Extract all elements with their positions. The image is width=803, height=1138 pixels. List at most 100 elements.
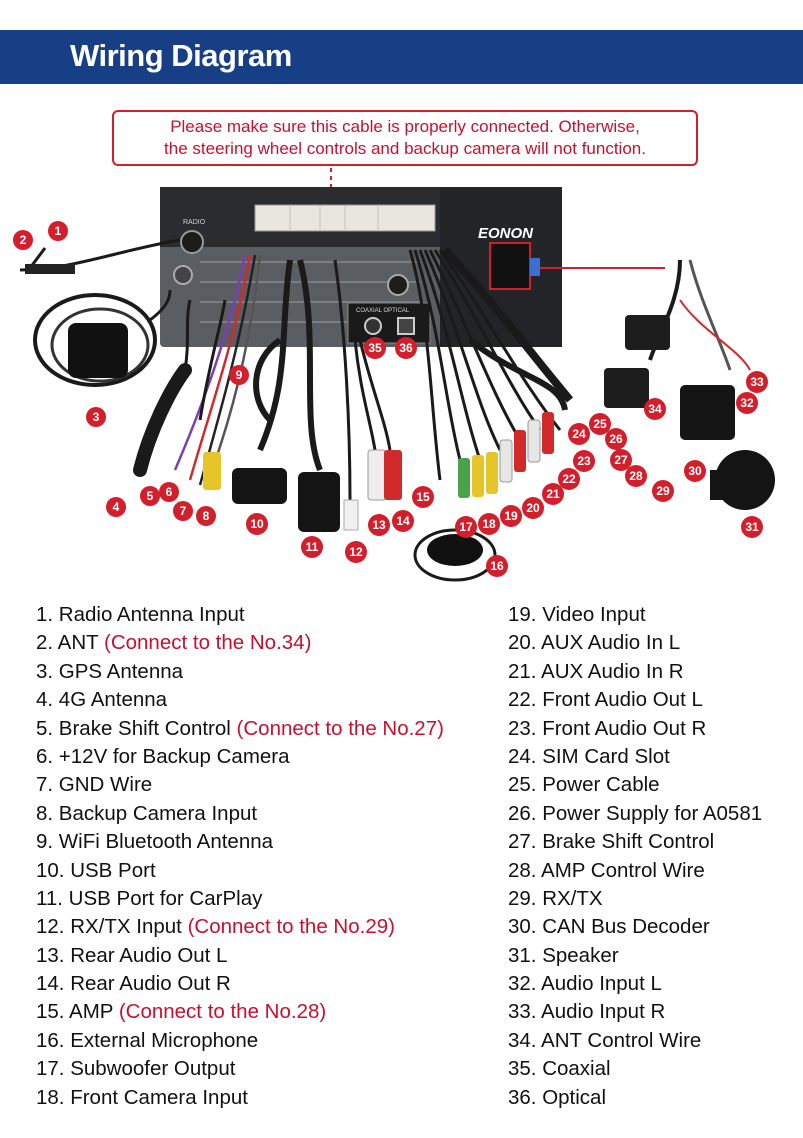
legend-item-text: 30. CAN Bus Decoder [508,915,710,939]
legend-item: 24. SIM Card Slot [508,743,762,771]
svg-text:18: 18 [482,517,496,531]
svg-text:29: 29 [656,484,670,498]
legend-item: 23. Front Audio Out R [508,715,762,743]
badge-36: 36 [395,337,417,359]
page-title: Wiring Diagram [70,38,292,73]
legend-item: 15. AMP (Connect to the No.28) [36,998,444,1026]
brand-logo: EONON [478,225,534,242]
badge-11: 11 [301,536,323,558]
legend-item-text: 9. WiFi Bluetooth Antenna [36,830,274,854]
carplay-usb-connector [298,472,340,532]
legend-item-text: 28. AMP Control Wire [508,858,705,882]
legend-item: 5. Brake Shift Control (Connect to the N… [36,715,444,743]
legend-item: 20. AUX Audio In L [508,629,762,657]
legend-item-text: 27. Brake Shift Control [508,830,715,854]
svg-text:4: 4 [113,500,120,514]
svg-text:12: 12 [349,545,363,559]
legend-item: 33. Audio Input R [508,998,762,1026]
svg-text:11: 11 [306,540,319,554]
badge-14: 14 [392,510,414,532]
usb-port-connector [232,468,287,504]
legend-item: 35. Coaxial [508,1055,762,1083]
svg-text:26: 26 [609,432,623,446]
legend-item: 27. Brake Shift Control [508,828,762,856]
gps-antenna [33,289,172,387]
legend-item-text: 31. Speaker [508,943,619,967]
legend-item-text: 7. GND Wire [36,773,153,797]
badge-8: 8 [196,506,216,526]
legend-item-text: 36. Optical [508,1085,606,1109]
legend-item-text: 21. AUX Audio In R [508,659,684,683]
legend-item: 4. 4G Antenna [36,686,444,714]
legend-item-text: 34. ANT Control Wire [508,1028,702,1052]
legend-item: 18. Front Camera Input [36,1084,444,1112]
legend-item-note: (Connect to the No.29) [187,915,395,939]
legend-item-text: 10. USB Port [36,858,156,882]
badge-23: 23 [573,450,595,472]
legend-item-text: 23. Front Audio Out R [508,716,707,740]
legend-item-text: 20. AUX Audio In L [508,631,681,655]
badge-15: 15 [412,486,434,508]
badge-17: 17 [455,516,477,538]
4g-antenna [133,299,192,477]
legend-item-text: 32. Audio Input L [508,972,662,996]
legend-item-text: 22. Front Audio Out L [508,688,703,712]
legend-item-text: 24. SIM Card Slot [508,744,670,768]
badge-24: 24 [568,423,590,445]
legend-item: 1. Radio Antenna Input [36,601,444,629]
legend-item: 25. Power Cable [508,771,762,799]
svg-text:7: 7 [180,504,187,518]
badge-1: 1 [48,221,68,241]
badge-22: 22 [558,468,580,490]
legend-item: 11. USB Port for CarPlay [36,885,444,913]
badge-12: 12 [345,541,367,563]
badge-5: 5 [140,486,160,506]
legend-item: 10. USB Port [36,857,444,885]
legend-item-text: 26. Power Supply for A0581 [508,801,763,825]
svg-text:17: 17 [459,520,473,534]
legend-item: 32. Audio Input L [508,970,762,998]
rxtx-connector [343,499,359,531]
legend-item-text: 35. Coaxial [508,1057,611,1081]
legend-item-text: 3. GPS Antenna [36,659,184,683]
legend-item-text: 2. ANT [36,631,104,655]
svg-text:27: 27 [614,453,628,467]
warning-line-1: Please make sure this cable is properly … [170,117,640,136]
svg-text:14: 14 [396,514,410,528]
svg-text:36: 36 [399,341,413,355]
legend-item-text: 19. Video Input [508,603,646,626]
wiring-diagram: RADIO EONON COAXIAL OPTICAL [13,168,775,582]
power-harness [540,259,775,510]
svg-text:34: 34 [648,402,662,416]
badge-27: 27 [610,449,632,471]
legend-item-text: 18. Front Camera Input [36,1085,248,1109]
legend-item: 30. CAN Bus Decoder [508,913,762,941]
legend-right-column: 19. Video Input 20. AUX Audio In L 21. AUX… [508,601,762,1112]
rxtx-cable [333,259,352,501]
svg-text:15: 15 [416,490,430,504]
svg-text:3: 3 [93,410,100,424]
svg-text:35: 35 [368,341,382,355]
svg-text:9: 9 [236,368,243,382]
svg-text:13: 13 [372,518,386,532]
svg-text:5: 5 [147,489,154,503]
legend-item: 22. Front Audio Out L [508,686,762,714]
svg-text:33: 33 [750,375,764,389]
svg-text:23: 23 [577,454,591,468]
badge-33: 33 [746,371,768,393]
radio-port-label: RADIO [183,219,206,226]
legend-item: 13. Rear Audio Out L [36,942,444,970]
svg-text:16: 16 [490,559,504,573]
legend-item-text: 5. Brake Shift Control [36,716,237,740]
wifi-antenna-cable [198,299,227,421]
legend-item-text: 12. RX/TX Input [36,915,188,939]
legend-item-text: 13. Rear Audio Out L [36,943,228,967]
legend-item-text: 29. RX/TX [508,886,603,910]
legend-item: 26. Power Supply for A0581 [508,800,762,828]
svg-text:19: 19 [504,509,518,523]
badge-21: 21 [542,483,564,505]
legend-item-note: (Connect to the No.28) [118,1000,327,1024]
optical-panel-label: COAXIAL OPTICAL [356,308,410,314]
legend-item-text: 25. Power Cable [508,773,660,797]
